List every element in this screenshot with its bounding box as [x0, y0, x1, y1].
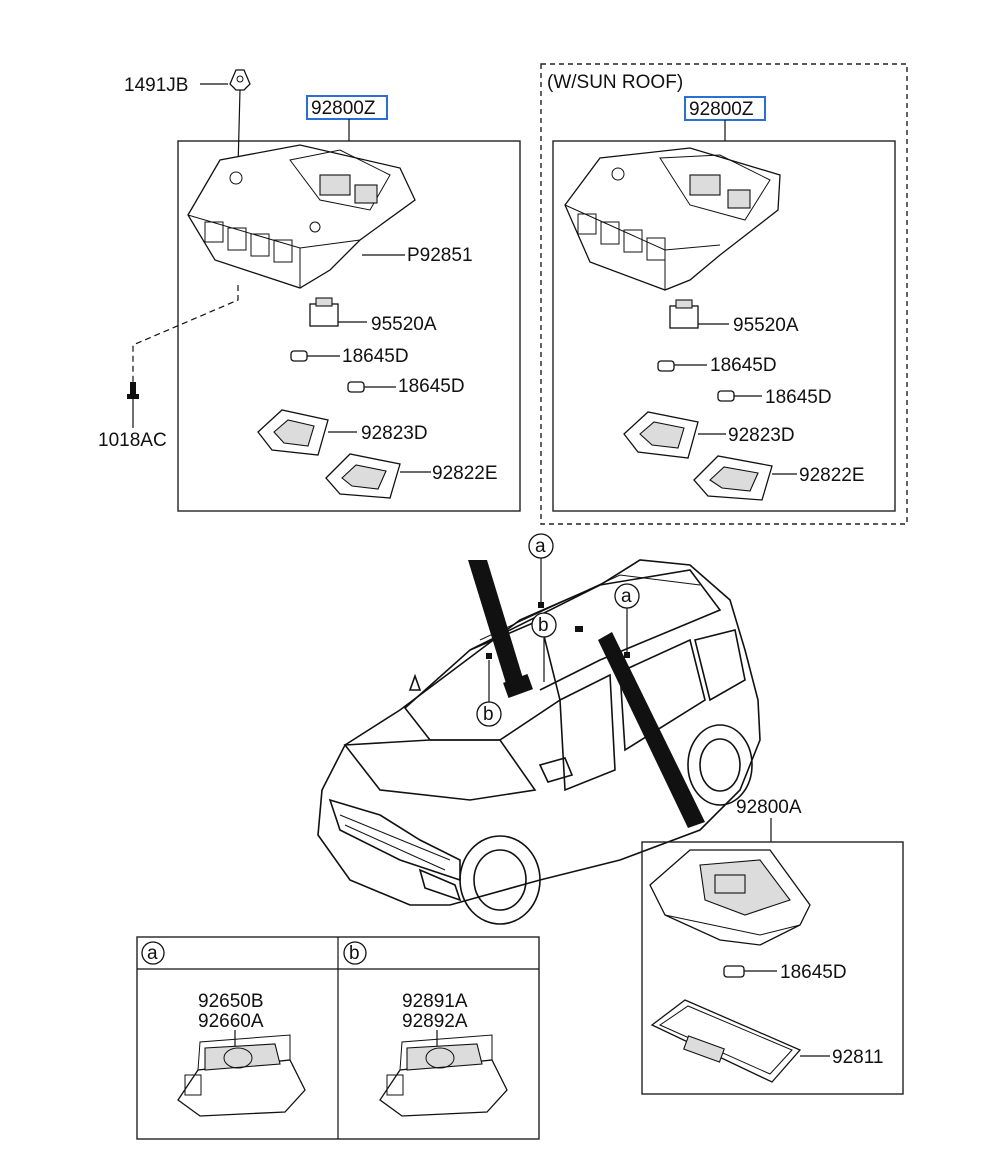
label-95520A-sunroof[interactable]: 95520A	[733, 315, 799, 336]
lens-icon	[325, 453, 401, 499]
detail-a-line-1[interactable]: 92650B	[198, 991, 264, 1012]
right-assembly-frame	[552, 140, 896, 512]
detail-a-marker: a	[147, 943, 158, 964]
switch-icon	[669, 299, 699, 329]
label-1018AC[interactable]: 1018AC	[98, 430, 167, 451]
lens-cover-icon	[650, 999, 802, 1083]
label-18645D-1[interactable]: 18645D	[342, 346, 409, 367]
callout-a-2[interactable]: a	[621, 586, 632, 607]
callout-b-2[interactable]: b	[483, 704, 494, 725]
map-lamp-icon	[649, 849, 811, 946]
label-92811[interactable]: 92811	[832, 1047, 883, 1068]
detail-a-circle	[141, 941, 165, 965]
bulb-icon	[723, 965, 745, 978]
screw-icon	[127, 382, 139, 399]
label-92800A[interactable]: 92800A	[736, 797, 802, 818]
label-92823D[interactable]: 92823D	[361, 423, 428, 444]
lens-icon	[257, 409, 329, 456]
right-assembly: (W/SUN ROOF) 92800Z 95520A	[540, 63, 908, 525]
callout-a-circle	[614, 583, 640, 609]
vehicle-illustration: a b a b	[317, 533, 761, 925]
switch-icon	[309, 297, 339, 327]
callout-a[interactable]: a	[535, 536, 546, 557]
label-92822E[interactable]: 92822E	[432, 463, 498, 484]
sunroof-dashed-frame	[540, 63, 908, 525]
callout-b-circle	[531, 612, 557, 638]
label-95520A[interactable]: 95520A	[371, 314, 437, 335]
callout-a-circle	[528, 533, 554, 559]
courtesy-lamp-icon	[177, 1034, 306, 1117]
label-92822E-sunroof[interactable]: 92822E	[799, 465, 865, 486]
overhead-console-icon	[564, 147, 781, 291]
lens-icon	[623, 411, 699, 459]
detail-a-line-2[interactable]: 92660A	[198, 1011, 264, 1032]
detail-b-marker: b	[349, 943, 360, 964]
bulb-icon	[290, 350, 308, 362]
detail-b-line-2[interactable]: 92892A	[402, 1011, 468, 1032]
detail-b-line-1[interactable]: 92891A	[402, 991, 468, 1012]
bulb-icon	[657, 360, 675, 372]
overhead-console-icon	[187, 144, 416, 289]
label-18645D-sunroof-1[interactable]: 18645D	[710, 355, 777, 376]
label-92823D-sunroof[interactable]: 92823D	[728, 425, 795, 446]
clip-icon	[229, 69, 251, 91]
left-highlight-box	[306, 95, 388, 120]
sunroof-variant-label: (W/SUN ROOF)	[547, 72, 683, 93]
label-18645D-rear[interactable]: 18645D	[780, 962, 847, 983]
rear-lamp-frame	[641, 841, 904, 1095]
detail-b-circle	[343, 941, 367, 965]
bulb-icon	[347, 381, 365, 393]
label-1491JB[interactable]: 1491JB	[124, 75, 188, 96]
courtesy-lamp-icon	[379, 1034, 508, 1117]
right-top-label[interactable]: 92800Z	[689, 99, 754, 120]
callout-b-circle	[476, 701, 502, 727]
lens-icon	[693, 455, 773, 501]
detail-panels: a 92650B 92660A b 92891A 92892A	[136, 936, 540, 1140]
left-assembly: 92800Z 1491JB P92851	[98, 69, 521, 512]
callout-b[interactable]: b	[538, 615, 549, 636]
rear-lamp-assembly: 92800A 18645D 92811	[641, 797, 904, 1095]
left-top-label[interactable]: 92800Z	[311, 98, 376, 119]
label-18645D-sunroof-2[interactable]: 18645D	[765, 387, 832, 408]
label-P92851[interactable]: P92851	[407, 245, 473, 266]
label-18645D-2[interactable]: 18645D	[398, 376, 465, 397]
bulb-icon	[717, 390, 735, 402]
